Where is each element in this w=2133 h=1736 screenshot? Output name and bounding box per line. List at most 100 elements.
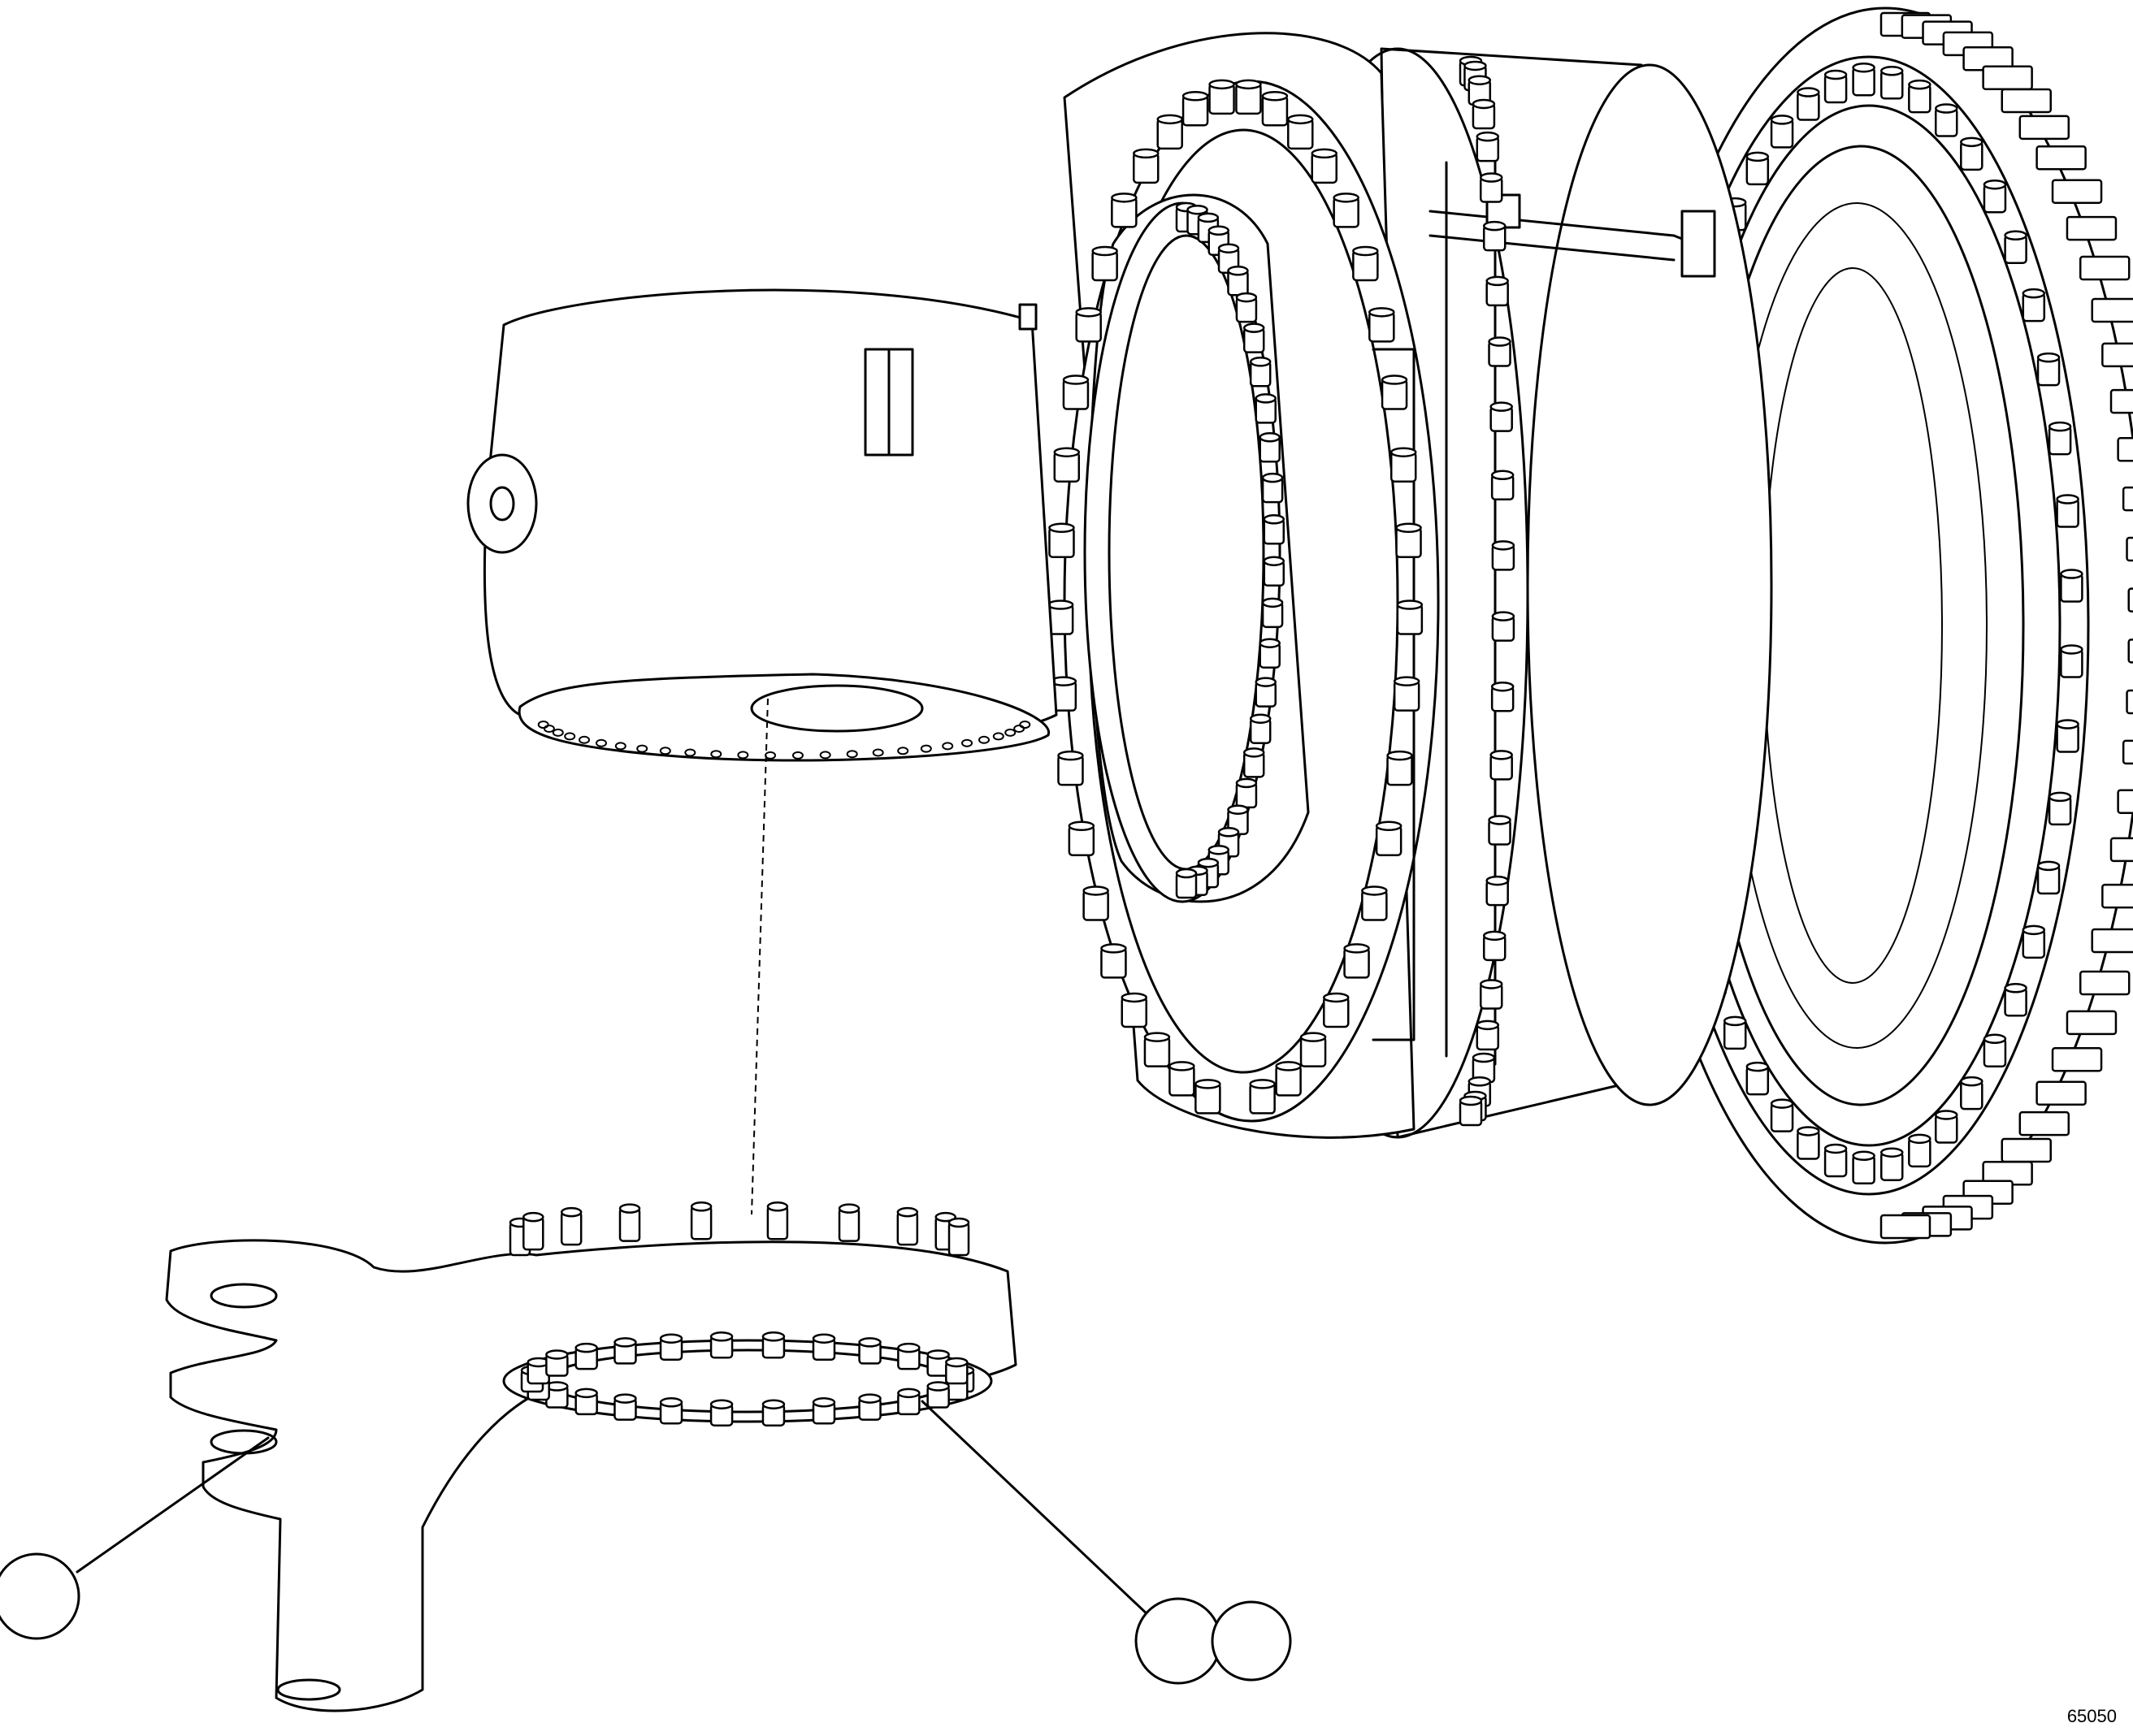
rim-stud [2066, 1010, 2118, 1036]
drum-bolt-cap [1491, 540, 1515, 551]
arm-hole [791, 751, 804, 760]
bore-bolt-cap [1259, 638, 1281, 648]
alignment-line [751, 698, 769, 1215]
drum-bolt-cap [1488, 336, 1511, 347]
drum-bolt-cap [1485, 275, 1509, 287]
disc-stud-cap [2056, 494, 2079, 504]
disc-stud-cap [1852, 62, 1875, 73]
arm-hole [897, 747, 909, 755]
callout-left [0, 1552, 80, 1640]
lower-bolt-cap [613, 1337, 637, 1348]
bore-bolt-cap [1227, 804, 1249, 815]
rim-stud [2001, 88, 2052, 114]
arm-hole [961, 738, 973, 747]
rim-stud [2091, 928, 2133, 954]
bore-bolt-cap [1186, 204, 1208, 215]
rim-stud [2117, 437, 2133, 462]
disc-stud-cap [1960, 136, 1983, 148]
bore-bolt-cap [1242, 323, 1265, 333]
flange-bolt-cap [1062, 374, 1090, 385]
rim-stud [2079, 255, 2131, 281]
arm-hole [537, 721, 549, 729]
lower-bolt-cap [761, 1399, 786, 1409]
arm-hole [543, 725, 555, 734]
flange-bolt-cap [1311, 148, 1337, 159]
disc-stud-cap [1880, 1147, 1904, 1158]
drum-bolt-cap [1479, 979, 1503, 989]
rim-stud [2035, 1080, 2087, 1106]
callouts [0, 1400, 1292, 1685]
rim-stud [2126, 536, 2133, 562]
drum-bolt-cap [1485, 875, 1509, 886]
rim-stud [2035, 145, 2087, 171]
disc-stud-cap [2022, 924, 2046, 936]
arm-hole [737, 751, 749, 760]
flange-bolt-cap [1082, 885, 1109, 896]
disc-stud-cap [2022, 288, 2046, 299]
arm-hole [872, 748, 884, 757]
flange-bolt-cap [1381, 374, 1408, 385]
drum-bolt-cap [1489, 750, 1513, 760]
bore-bolt-cap [1197, 212, 1220, 223]
bore-bolt-cap [1263, 514, 1285, 525]
lower-bolt-cap [812, 1333, 836, 1344]
flange-bolt-cap [1068, 820, 1095, 831]
bore-bolt-cap [1175, 868, 1198, 879]
disc-stud-cap [1723, 1015, 1747, 1027]
bore-bolt-cap [1255, 393, 1277, 404]
disc-stud-cap [2004, 230, 2027, 240]
flange-bolt-cap [1249, 1079, 1276, 1089]
flange-bolt-cap [1368, 307, 1395, 318]
disc-stud-cap [1908, 1133, 1931, 1145]
bore-bolt-cap [1255, 677, 1277, 687]
rim-stud [2066, 215, 2118, 241]
disc-stud-cap [2060, 644, 2083, 655]
flange-bolt-cap [1396, 600, 1424, 610]
disc-stud-cap [2004, 983, 2027, 994]
drum-bolt-cap [1482, 930, 1507, 942]
lower-arm-bolts [520, 1331, 975, 1426]
bore-bolt-cap [1217, 827, 1240, 838]
lower-bolt-cap [812, 1397, 836, 1408]
flange-bolt-cap [1133, 148, 1160, 159]
bore-bolt-cap [1261, 597, 1284, 608]
lower-bolt-cap [613, 1393, 637, 1404]
drum-bolt-cap [1482, 220, 1507, 232]
rim-stud [2018, 115, 2070, 141]
drum-bolt-cap [1468, 75, 1492, 85]
flange-bolt-cap [1323, 992, 1350, 1003]
rim-stud [1982, 65, 2033, 90]
arm-hole [1019, 721, 1031, 729]
drum-bolt-cap [1490, 681, 1515, 692]
rim-stud [2079, 970, 2131, 996]
rim-stud [2117, 789, 2133, 814]
drum-bolt-cap [1463, 60, 1487, 71]
rim-stud [1879, 1214, 1931, 1240]
lower-bolt-cap [858, 1337, 882, 1348]
flange-bolt-cap [1393, 676, 1420, 686]
lower-bolt-cap [659, 1397, 683, 1408]
lower-bolt-cap [897, 1342, 921, 1353]
lower-bolt-cap [858, 1393, 882, 1404]
drum-bolt-cap [1472, 98, 1496, 110]
lower-arm [165, 1201, 1017, 1712]
disc-stud-cap [2036, 860, 2061, 872]
arm-hole [846, 750, 858, 759]
lower-bolt-cap [709, 1331, 734, 1342]
disc-stud-cap [2048, 791, 2072, 803]
flange-bolt-cap [1194, 1079, 1221, 1089]
drum-bolt-cap [1472, 1052, 1496, 1063]
disc-stud-cap [1770, 115, 1794, 125]
arm-hole [819, 751, 831, 760]
disc-stud-cap [1934, 1110, 1958, 1120]
disc-stud-cap [1797, 1126, 1820, 1136]
flange-bolt-cap [1386, 750, 1413, 761]
callout-right-a [1134, 1597, 1222, 1685]
bore-bolt-cap [1242, 747, 1265, 758]
rim-stud [2127, 639, 2133, 664]
lower-bolt-cap [926, 1349, 950, 1360]
bore-bolt-cap [1197, 857, 1220, 868]
bore-bolt-cap [1261, 472, 1284, 483]
